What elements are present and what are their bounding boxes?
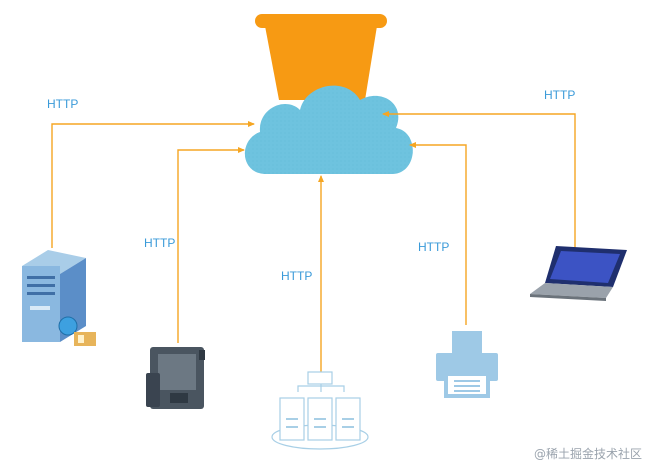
arrow-printer [409, 142, 467, 325]
arrow-device-phone [177, 147, 245, 343]
http-label-mobile-device: HTTP [144, 236, 176, 250]
cloud-icon [244, 85, 413, 174]
http-label-printer: HTTP [418, 240, 450, 254]
server-rack-icon [271, 371, 369, 450]
server-icon [22, 250, 96, 346]
http-label-laptop: HTTP [544, 88, 576, 102]
bucket-icon [255, 14, 387, 100]
arrows [51, 111, 576, 372]
arrow-laptop [382, 111, 576, 248]
http-label-server-left: HTTP [47, 97, 79, 111]
mobile-device-icon [146, 347, 205, 409]
arrow-server-left [51, 121, 255, 248]
printer-icon [436, 331, 498, 398]
laptop-icon [530, 246, 627, 301]
http-label-server-rack: HTTP [281, 269, 313, 283]
watermark: @稀土掘金技术社区 [533, 447, 642, 461]
